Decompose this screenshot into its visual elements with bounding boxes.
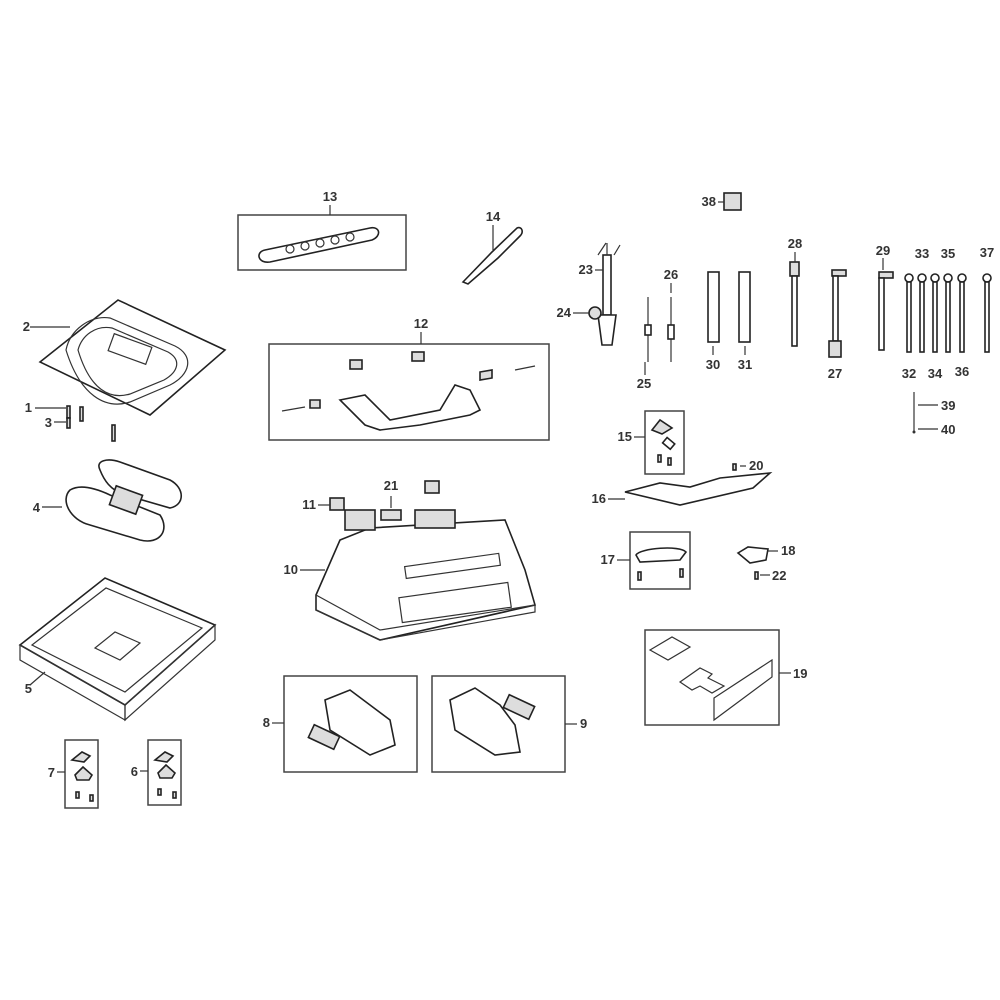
callout-33: 33 [915, 246, 929, 261]
callout-15: 15 [618, 429, 632, 444]
callout-18: 18 [781, 543, 795, 558]
ring-terminals-32-37: 32 33 34 35 36 37 [902, 245, 994, 381]
callout-14: 14 [486, 209, 501, 224]
callout-2: 2 [23, 319, 30, 334]
part-9-end-cap: 9 [431, 675, 587, 773]
callout-3: 3 [45, 415, 52, 430]
part-20-screw: 20 [732, 458, 763, 473]
callout-12: 12 [414, 316, 428, 331]
callout-5: 5 [25, 681, 32, 696]
part-30-wire-set: 30 [706, 271, 720, 372]
part-12-handle-assembly: 12 [268, 316, 550, 441]
callout-7: 7 [48, 765, 55, 780]
part-7-kit: 7 [48, 739, 99, 809]
callout-40: 40 [941, 422, 955, 437]
part-28-connector: 28 [788, 236, 802, 347]
callout-27: 27 [828, 366, 842, 381]
part-16-plate: 16 [592, 471, 773, 506]
part-8-end-cap: 8 [263, 675, 418, 773]
callout-24: 24 [557, 305, 572, 320]
part-2-reflector-plate: 2 [23, 299, 227, 416]
callout-31: 31 [738, 357, 752, 372]
callout-4: 4 [33, 500, 41, 515]
callout-35: 35 [941, 246, 955, 261]
callout-6: 6 [131, 764, 138, 779]
part-25-wire: 25 [637, 297, 652, 391]
part-38-capacitor: 38 [702, 192, 742, 211]
part-13-grip: 13 [237, 189, 407, 271]
callout-8: 8 [263, 715, 270, 730]
part-31-wire-set: 31 [738, 271, 752, 372]
callout-19: 19 [793, 666, 807, 681]
callout-10: 10 [284, 562, 298, 577]
callout-17: 17 [601, 552, 615, 567]
part-39-40-wire-pin: 39 40 [912, 392, 955, 437]
callout-26: 26 [664, 267, 678, 282]
part-15-kit: 15 [618, 410, 685, 475]
callout-20: 20 [749, 458, 763, 473]
callout-25: 25 [637, 376, 651, 391]
part-23-power-cord: 23 [579, 242, 621, 346]
callout-21: 21 [384, 478, 398, 493]
part-17-kit: 17 [601, 531, 691, 590]
callout-11: 11 [302, 497, 316, 512]
part-29-connector: 29 [876, 243, 894, 351]
callout-30: 30 [706, 357, 720, 372]
part-5-frame: 5 [18, 577, 217, 722]
part-27-connector: 27 [828, 269, 847, 381]
callout-28: 28 [788, 236, 802, 251]
part-6-kit: 6 [131, 739, 182, 806]
callout-38: 38 [702, 194, 716, 209]
callout-36: 36 [955, 364, 969, 379]
callout-1: 1 [25, 400, 32, 415]
callout-37: 37 [980, 245, 994, 260]
callout-39: 39 [941, 398, 955, 413]
callout-34: 34 [928, 366, 943, 381]
part-22-screw: 22 [754, 568, 786, 583]
part-1-3-screws: 1 3 [25, 400, 116, 442]
part-24-cord-clip: 24 [557, 305, 602, 320]
part-18-bracket: 18 [736, 543, 795, 564]
part-10-housing: 10 [284, 509, 537, 641]
callout-22: 22 [772, 568, 786, 583]
callout-29: 29 [876, 243, 890, 258]
callout-9: 9 [580, 716, 587, 731]
callout-16: 16 [592, 491, 606, 506]
part-19-label-set: 19 [644, 629, 807, 726]
callout-23: 23 [579, 262, 593, 277]
part-14-cable-clip: 14 [461, 209, 523, 285]
part-11-cap: 11 [302, 480, 440, 512]
part-21-switch: 21 [380, 478, 402, 521]
part-4-lamp: 4 [33, 459, 183, 542]
callout-13: 13 [323, 189, 337, 204]
part-26-wire: 26 [664, 267, 678, 362]
callout-32: 32 [902, 366, 916, 381]
